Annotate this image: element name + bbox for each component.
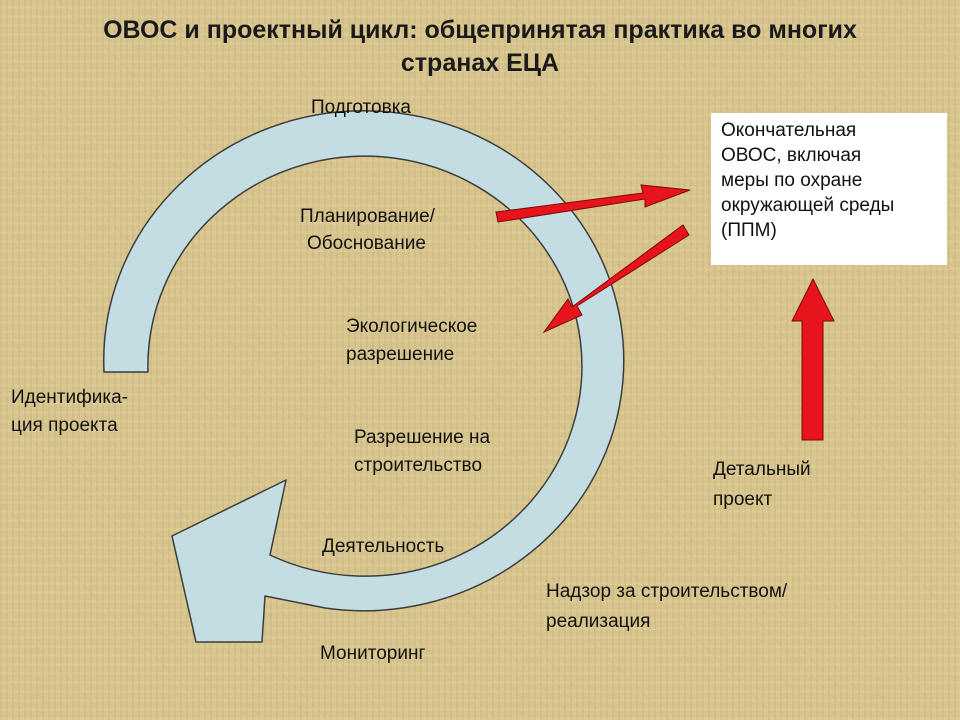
label-identification-line-1: Идентифика- [11, 387, 128, 408]
label-planning-line-1: Планирование/ [300, 206, 435, 227]
label-planning-line-2: Обоснование [307, 233, 426, 254]
final-box-line-3: меры по охране [721, 170, 863, 191]
arrow-to-final-box [495, 184, 691, 223]
label-detailed-project: Детальный проект [713, 455, 811, 515]
title-line-1: ОВОС и проектный цикл: общепринятая прак… [103, 16, 857, 44]
label-supervision-line-2: реализация [546, 611, 651, 632]
label-eco-permit: Экологическое разрешение [346, 313, 477, 369]
final-box-line-1: Окончательная [721, 120, 857, 141]
label-construction-permit-line-1: Разрешение на [354, 427, 491, 448]
final-box-line-4: окружающей среды [721, 195, 895, 216]
label-identification-line-2: ция проекта [11, 415, 118, 436]
label-detailed-project-line-2: проект [713, 489, 773, 510]
label-planning: Планирование/ Обоснование [300, 203, 435, 257]
label-preparation: Подготовка [311, 97, 412, 118]
final-box-line-5: (ППМ) [721, 220, 777, 241]
label-activity: Деятельность [322, 536, 445, 557]
arrow-to-eco-permit [542, 224, 690, 334]
label-supervision-line-1: Надзор за строительством/ [546, 581, 788, 602]
title-line-2: странах ЕЦА [400, 49, 560, 77]
arrow-up-detailed [791, 277, 835, 441]
cycle-arrow [102, 110, 625, 643]
label-supervision: Надзор за строительством/ реализация [546, 577, 787, 637]
label-monitoring: Мониторинг [320, 643, 426, 664]
slide-title: ОВОС и проектный цикл: общепринятая прак… [0, 14, 960, 80]
final-eia-box: Окончательная ОВОС, включая меры по охра… [711, 113, 947, 265]
label-eco-permit-line-1: Экологическое [346, 316, 478, 337]
label-eco-permit-line-2: разрешение [346, 344, 455, 365]
label-detailed-project-line-1: Детальный [713, 459, 811, 480]
label-construction-permit-line-2: строительство [354, 455, 483, 476]
label-identification: Идентифика- ция проекта [11, 384, 128, 440]
label-construction-permit: Разрешение на строительство [354, 424, 490, 480]
final-box-line-2: ОВОС, включая [721, 145, 862, 166]
